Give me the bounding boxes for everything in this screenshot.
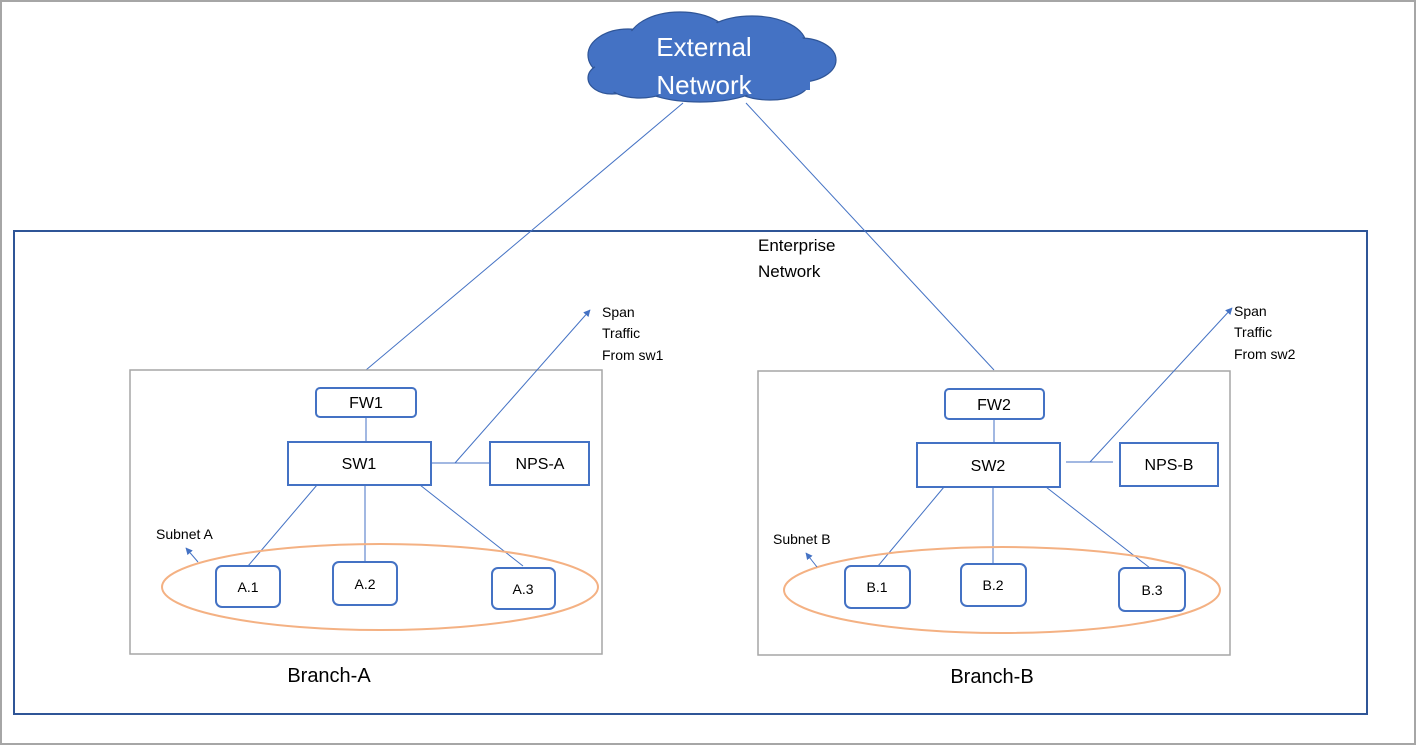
- branch-a-boundary: [129, 369, 603, 655]
- subnet-a-arrow: [185, 547, 199, 563]
- nps-a-label: NPS-A: [516, 456, 565, 473]
- firewall-fw2[interactable]: FW2: [944, 388, 1045, 420]
- external-network-cloud: External Network: [587, 11, 837, 103]
- branch-b-boundary: [757, 370, 1231, 656]
- link-cloud-fw2: [745, 102, 995, 371]
- span-a-line1: Span: [602, 304, 635, 320]
- firewall-fw1[interactable]: FW1: [315, 387, 417, 418]
- span-arrow-sw1: [454, 309, 591, 464]
- host-b1[interactable]: B.1: [844, 565, 911, 609]
- span-a-line3: From sw1: [602, 347, 664, 363]
- sw2-label: SW2: [971, 458, 1006, 475]
- enterprise-network-boundary: [13, 230, 1368, 715]
- host-a2[interactable]: A.2: [332, 561, 398, 606]
- branch-b: Branch-B Subnet B Span Traffic From sw2 …: [757, 303, 1296, 688]
- sensor-nps-b[interactable]: NPS-B: [1119, 442, 1219, 487]
- branch-b-label: Branch-B: [950, 666, 1033, 688]
- branch-a: Branch-A Subnet A Span Traffic From sw1 …: [129, 304, 664, 687]
- subnet-b-ellipse: [783, 546, 1221, 634]
- host-a2-label: A.2: [354, 576, 375, 592]
- host-b2[interactable]: B.2: [960, 563, 1027, 607]
- subnet-a-ellipse: [161, 543, 599, 631]
- switch-sw2[interactable]: SW2: [916, 442, 1061, 488]
- span-arrow-sw2: [1089, 307, 1233, 463]
- host-b1-label: B.1: [866, 579, 887, 595]
- host-b2-label: B.2: [982, 577, 1003, 593]
- host-b3-label: B.3: [1141, 582, 1162, 598]
- subnet-a-label: Subnet A: [156, 526, 213, 542]
- link-sw1-a1: [247, 484, 318, 567]
- host-b3[interactable]: B.3: [1118, 567, 1186, 612]
- span-a-line2: Traffic: [602, 325, 640, 341]
- subnet-b-arrow: [805, 552, 818, 568]
- switch-sw1[interactable]: SW1: [287, 441, 432, 486]
- host-a1[interactable]: A.1: [215, 565, 281, 608]
- host-a1-label: A.1: [237, 579, 258, 595]
- subnet-b-label: Subnet B: [773, 531, 831, 547]
- cloud-fill-core: [590, 14, 834, 100]
- span-b-line2: Traffic: [1234, 324, 1272, 340]
- span-b-line3: From sw2: [1234, 346, 1296, 362]
- fw1-label: FW1: [349, 395, 383, 412]
- span-b-line1: Span: [1234, 303, 1267, 319]
- link-sw1-a3: [419, 484, 524, 567]
- link-cloud-fw1: [365, 102, 684, 371]
- enterprise-label-line2: Network: [758, 262, 821, 281]
- fw2-label: FW2: [977, 397, 1011, 414]
- enterprise-label-line1: Enterprise: [758, 236, 835, 255]
- link-sw2-b3: [1045, 486, 1151, 569]
- cloud-label-line1: External: [656, 32, 751, 62]
- host-a3[interactable]: A.3: [491, 567, 556, 610]
- sw1-label: SW1: [342, 456, 377, 473]
- host-a3-label: A.3: [512, 581, 533, 597]
- nps-b-label: NPS-B: [1145, 457, 1194, 474]
- branch-a-label: Branch-A: [287, 665, 371, 687]
- cloud-label-line2: Network: [656, 70, 752, 100]
- sensor-nps-a[interactable]: NPS-A: [489, 441, 590, 486]
